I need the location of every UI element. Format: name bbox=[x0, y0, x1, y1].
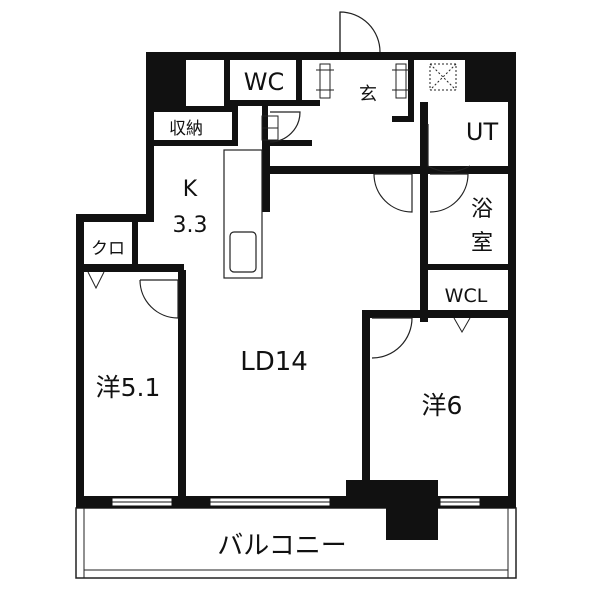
label-balcony: バルコニー bbox=[217, 531, 346, 561]
label-kitchen-size: 3.3 bbox=[173, 213, 208, 238]
bottom-windows bbox=[111, 497, 481, 507]
kitchen-counter bbox=[223, 149, 263, 279]
closet-door-marks bbox=[87, 271, 471, 334]
label-entrance: 玄 bbox=[359, 84, 377, 105]
bath-door bbox=[429, 173, 469, 213]
label-bath-1: 浴 bbox=[471, 197, 493, 222]
label-bath-2: 室 bbox=[471, 231, 493, 256]
entrance-door bbox=[339, 11, 381, 53]
label-ld: LD14 bbox=[240, 347, 308, 377]
label-closet: クロ bbox=[91, 239, 125, 259]
wc-door bbox=[269, 111, 301, 143]
label-wc: WC bbox=[244, 68, 285, 96]
label-ut: UT bbox=[466, 118, 499, 146]
exterior-walls bbox=[76, 52, 516, 540]
label-western-right: 洋6 bbox=[422, 391, 463, 420]
washing-machine-icon bbox=[429, 63, 457, 91]
label-storage: 収納 bbox=[169, 119, 203, 139]
right-bedroom-door bbox=[371, 317, 413, 359]
room-labels: WC 玄 収納 UT K 3.3 浴 室 クロ WCL LD14 洋5.1 洋6… bbox=[91, 64, 498, 561]
label-western-left: 洋5.1 bbox=[96, 373, 161, 402]
label-kitchen: K bbox=[183, 177, 198, 202]
left-bedroom-door bbox=[139, 279, 179, 319]
sink-icon bbox=[229, 231, 257, 273]
entrance-details bbox=[261, 63, 410, 141]
doors bbox=[139, 11, 471, 359]
label-wcl: WCL bbox=[445, 285, 488, 307]
ut-door bbox=[427, 124, 471, 173]
interior-walls bbox=[84, 60, 508, 500]
ld-ut-door bbox=[373, 173, 413, 213]
